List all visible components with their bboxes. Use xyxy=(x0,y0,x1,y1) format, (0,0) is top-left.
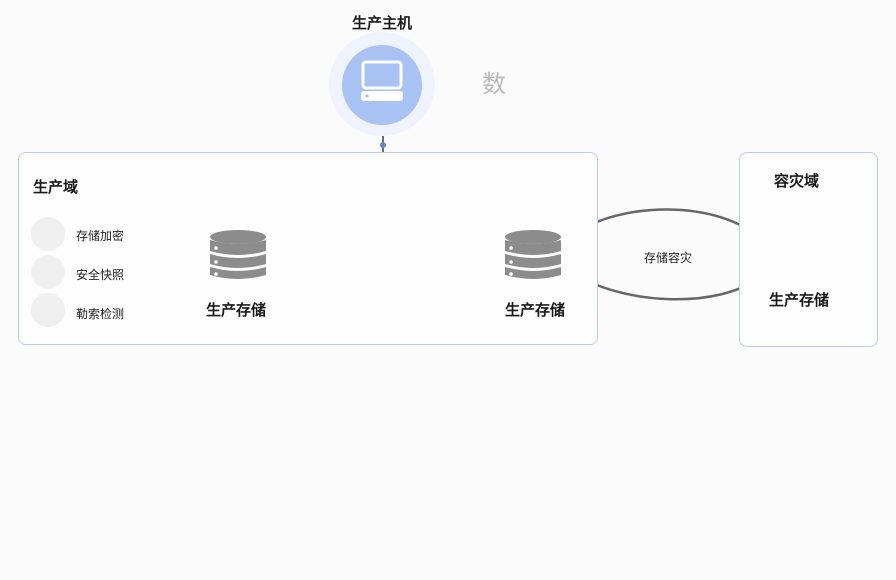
dr-domain-title: 容灾域 xyxy=(774,172,820,190)
production-domain-title: 生产域 xyxy=(33,178,79,196)
feature-label-ransomware: 勒索检测 xyxy=(76,307,125,321)
production-domain-box xyxy=(18,152,598,345)
storage-label-prod-right: 生产存储 xyxy=(505,301,566,319)
storage-label-prod-left: 生产存储 xyxy=(206,301,267,319)
faint-character: 数 xyxy=(482,70,506,98)
dr-domain-box xyxy=(739,152,878,347)
feature-icon-snapshot xyxy=(31,255,65,289)
feature-icon-encryption xyxy=(31,217,65,251)
host-title: 生产主机 xyxy=(352,14,413,32)
replication-arrow-forward xyxy=(570,208,763,241)
feature-label-snapshot: 安全快照 xyxy=(76,268,125,282)
replication-label: 存储容灾 xyxy=(644,251,693,265)
host-connector-dot xyxy=(380,142,386,148)
feature-label-encryption: 存储加密 xyxy=(76,229,125,243)
feature-icon-ransomware xyxy=(31,293,65,327)
host-node[interactable] xyxy=(342,45,422,125)
storage-label-dr: 生产存储 xyxy=(769,291,830,309)
replication-arrow-back xyxy=(571,270,762,301)
